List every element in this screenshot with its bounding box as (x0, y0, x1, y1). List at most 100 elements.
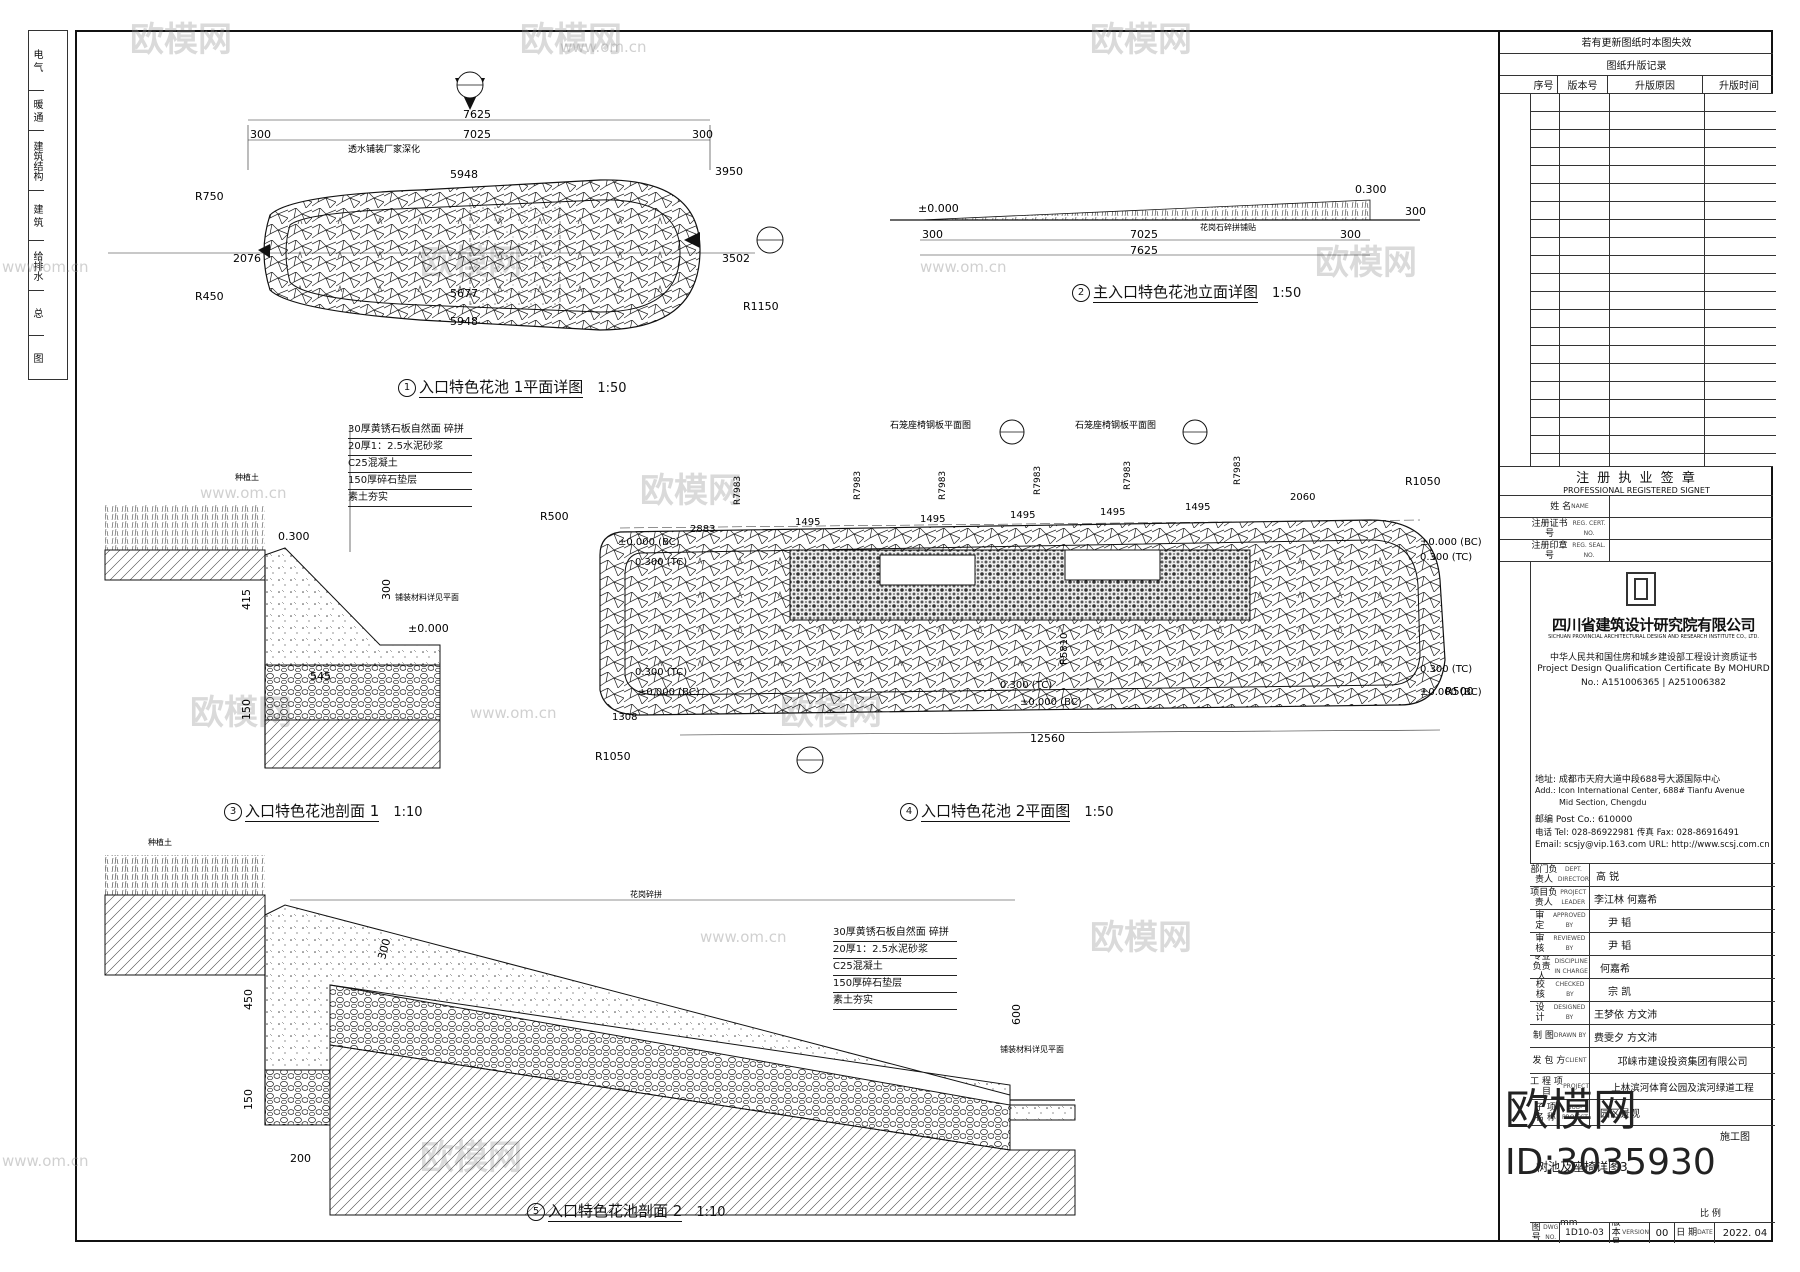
level-label: ±0.000 (BC) (1420, 537, 1482, 548)
cert-title: 中华人民共和国住房和城乡建设部工程设计资质证书 (1549, 653, 1757, 663)
dim-label: 7625 (1130, 244, 1158, 257)
watermark-url: www.om.cn (2, 1152, 89, 1170)
cert-number: No.: A151006365 | A251006382 (1581, 678, 1726, 688)
dim-label: 2060 (1290, 492, 1315, 503)
drawing-2-elevation: ±0.000 0.300 300 7025 300 7625 300 花岗石碎拼… (890, 183, 1426, 257)
dim-label: 2883 (690, 524, 715, 535)
dim-label: R1050 (595, 750, 631, 763)
drawing-3-section: 0.300 ±0.000 种植土 铺装材料详见平面 415 150 300 54… (104, 425, 459, 769)
level-label: ±0.000 (BC) (1020, 697, 1082, 708)
ref-note: 石笼座椅钢板平面图 (1075, 419, 1156, 431)
plan-note: 透水铺装厂家深化 (348, 143, 420, 155)
level-label: 0.300 (278, 530, 310, 543)
company-block: 四川省建筑设计研究院有限公司 SICHUAN PROVINCIAL ARCHIT… (1530, 562, 1775, 864)
strip-cell: 总 (29, 291, 44, 336)
section-note: 铺装材料详见平面 (1000, 1044, 1064, 1054)
level-label: 0.300 (TC) (1420, 664, 1472, 675)
version-number: 00 (1650, 1223, 1675, 1243)
dim-label: 300 (380, 579, 393, 600)
dim-label: 300 (375, 937, 393, 961)
dim-label: 200 (290, 1152, 311, 1165)
watermark-url: www.om.cn (920, 258, 1007, 276)
cert-title-en: Project Design Qualification Certificate… (1537, 664, 1770, 674)
section-note: 种植土 (148, 837, 172, 847)
notice: 若有更新图纸时本图失效 (1500, 30, 1773, 54)
dim-label: 300 (1405, 205, 1426, 218)
dim-label: 415 (240, 589, 253, 610)
section-note: 铺装材料详见平面 (395, 592, 459, 602)
dim-label: 300 (922, 228, 943, 241)
dim-label: 1495 (1100, 507, 1125, 518)
strip-cell: 给排水 (29, 241, 44, 291)
level-label: ±0.000 (408, 622, 449, 635)
issue-date: 2022. 04 (1722, 1227, 1768, 1239)
layer-legend: 30厚黄锈石板自然面 碎拼 20厚1：2.5水泥砂浆 C25混凝土 150厚碎石… (833, 925, 957, 1010)
seal-title: 注 册 执 业 签 章 PROFESSIONAL REGISTERED SIGN… (1500, 466, 1773, 496)
dim-label: 2076 (233, 252, 261, 265)
dim-label: 3502 (722, 252, 750, 265)
discipline-strip: 电 气 暖 通 建筑结构 建 筑 给排水 总 图 (28, 30, 68, 380)
sheet-border (75, 30, 1773, 1242)
dim-label: 5677 (450, 287, 478, 300)
elevation-note: 花岗石碎拼铺贴 (1200, 222, 1256, 232)
dim-label: R7983 (938, 471, 948, 500)
drawing-1-plan: 7625 7025 300 300 5948 R750 R450 R1150 3… (108, 71, 784, 331)
dim-label: R500 (540, 510, 569, 523)
dim-label: 600 (1010, 1004, 1023, 1025)
dim-label: 1308 (612, 712, 637, 723)
dim-label: 12560 (1030, 732, 1065, 745)
company-logo-icon (1626, 572, 1656, 606)
dim-label: 150 (240, 699, 253, 720)
dim-label: 1495 (920, 514, 945, 525)
dim-label: 7025 (1130, 228, 1158, 241)
dim-label: 1495 (1185, 502, 1210, 513)
level-label: ±0.000 (918, 202, 959, 215)
revision-title: 图纸升版记录 (1500, 54, 1773, 76)
level-label: 0.300 (TC) (1000, 680, 1052, 691)
dim-label: R5810 (1059, 633, 1070, 665)
dim-label: 300 (1340, 228, 1361, 241)
company-address-en: Add.: Icon International Center, 688# Ti… (1535, 786, 1745, 795)
dim-label: R450 (195, 290, 224, 303)
drawing-canvas: 7625 7025 300 300 5948 R750 R450 R1150 3… (104, 71, 1482, 1216)
dim-label: 300 (250, 128, 271, 141)
level-label: ±0.000 (BC) (1420, 687, 1482, 698)
company-tel: 电话 Tel: 028-86922981 传真 Fax: 028-8691649… (1535, 828, 1740, 838)
dim-label: R7983 (853, 471, 863, 500)
company-post: 邮编 Post Co.: 610000 (1535, 815, 1633, 825)
dim-label: 1495 (1010, 510, 1035, 521)
level-label: ±0.000 (BC) (618, 537, 680, 548)
sheet-title: 树池及座椅详图3 (1536, 1160, 1628, 1174)
dim-label: R500 (1445, 685, 1474, 698)
dim-label: 1495 (795, 517, 820, 528)
dim-label: 5948 (450, 315, 478, 328)
dim-label: R7983 (1233, 456, 1243, 485)
level-label: 0.300 (TC) (635, 557, 687, 568)
dim-label: 300 (692, 128, 713, 141)
dim-label: 7025 (463, 128, 491, 141)
strip-cell: 电 气 (29, 31, 44, 91)
level-label: 0.300 (TC) (635, 667, 687, 678)
revision-header: 序号 版本号 升版原因 升版时间 (1500, 76, 1773, 94)
section-note: 花岗碎拼 (630, 889, 662, 899)
dim-label: 150 (242, 1089, 255, 1110)
watermark-url: www.om.cn (200, 484, 287, 502)
dim-label: 5948 (450, 168, 478, 181)
stage-label: 施工图 (1720, 1132, 1750, 1143)
watermark-url: www.om.cn (560, 38, 647, 56)
level-label: 0.300 (TC) (1420, 552, 1472, 563)
strip-cell: 建筑结构 (29, 131, 44, 191)
dim-label: R750 (195, 190, 224, 203)
layer-legend: 30厚黄锈石板自然面 碎拼 20厚1：2.5水泥砂浆 C25混凝土 150厚碎石… (348, 422, 472, 507)
drawing-4-plan: ±0.000 (BC) 0.300 (TC) ±0.000 (BC) 0.300… (540, 419, 1482, 774)
dim-label: 450 (242, 989, 255, 1010)
watermark-url: www.om.cn (2, 258, 89, 276)
dim-label: R7983 (1033, 466, 1043, 495)
strip-cell: 建 筑 (29, 191, 44, 241)
watermark-url: www.om.cn (470, 704, 557, 722)
